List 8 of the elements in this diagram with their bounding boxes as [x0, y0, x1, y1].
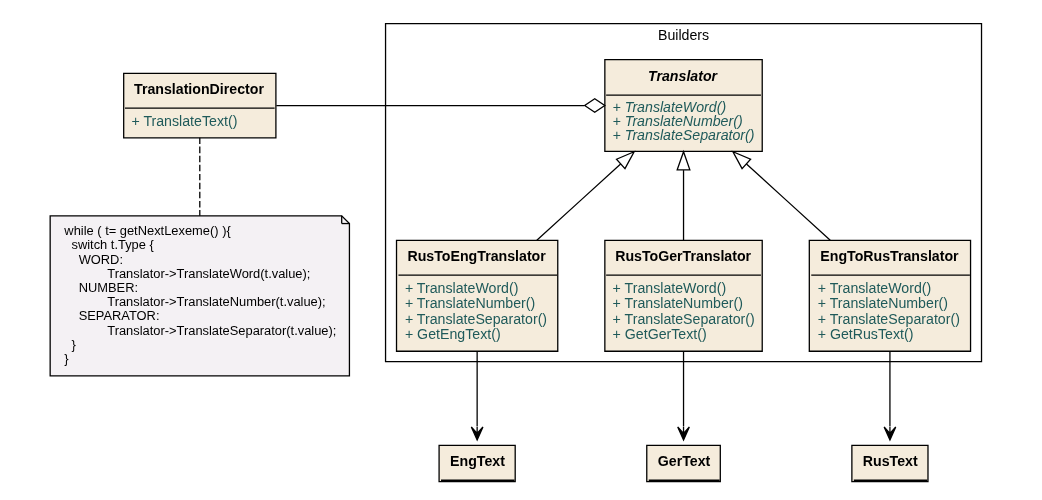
arrow: [883, 350, 897, 441]
connector: [199, 137, 201, 217]
arrow: [470, 350, 484, 441]
arrow: [676, 149, 691, 241]
connector: [275, 98, 606, 113]
arrow: [536, 150, 636, 241]
arrow: [731, 150, 831, 241]
arrow: [677, 350, 690, 441]
